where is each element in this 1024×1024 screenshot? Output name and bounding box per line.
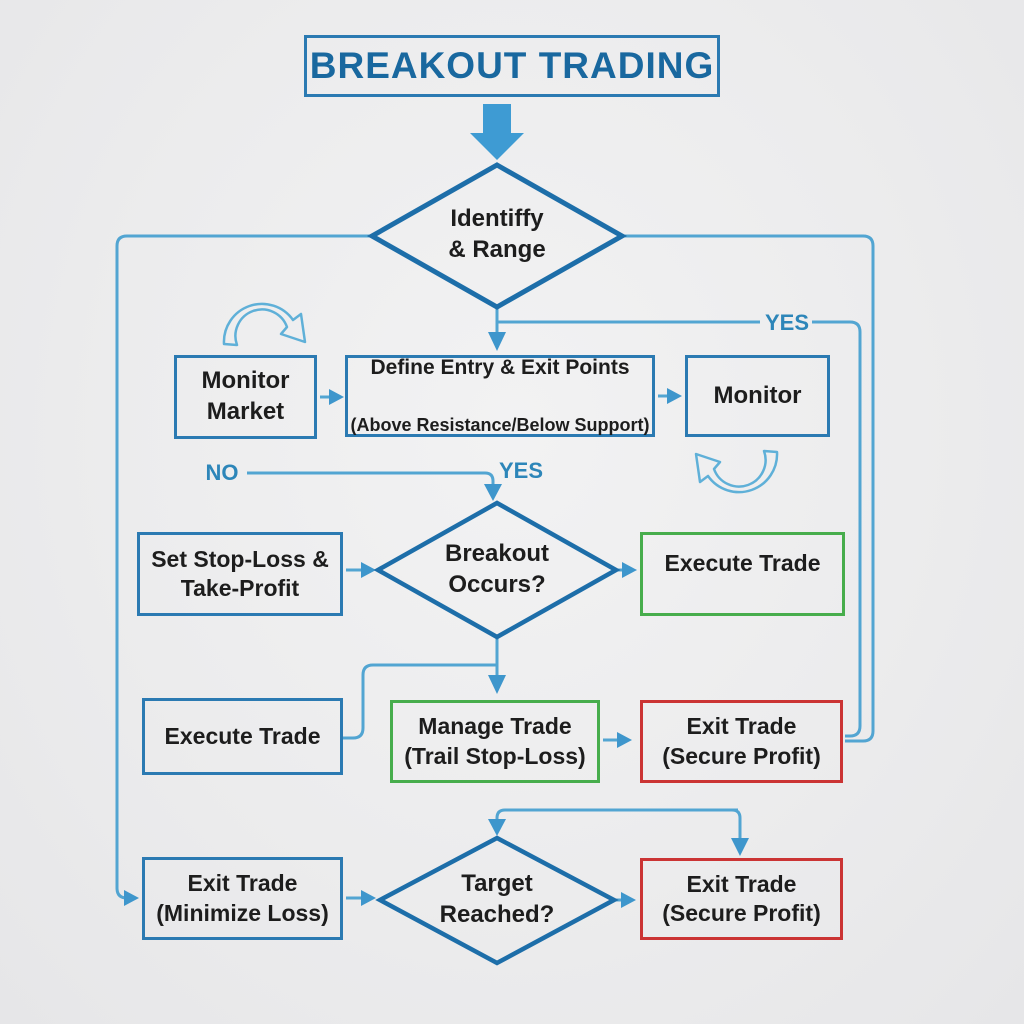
arrowhead-into-target-left [361, 890, 376, 906]
connector-lines [115, 234, 875, 902]
arrowhead-into-exitsecure-top [617, 732, 632, 748]
loop-arrow-icon [694, 449, 779, 494]
node-exit-trade-minimize: Exit Trade (Minimize Loss) [142, 857, 343, 940]
node-define-entry-exit: Define Entry & Exit Points (Above Resist… [345, 355, 655, 437]
diamond-target-reached [375, 835, 619, 966]
diamond-label-target-reached: Target Reached? [439, 870, 555, 929]
title-box: BREAKOUT TRADING [304, 35, 720, 97]
arrowhead-into-monitor [667, 388, 682, 404]
edge-float-to-exitsecure2 [505, 808, 742, 838]
loop-arrow-icon [222, 302, 307, 347]
arrowhead-into-breakout-top [484, 484, 502, 501]
node-execute-trade-right: Execute Trade [640, 532, 845, 616]
diamond-label-identify-range: Identiffy & Range [448, 205, 546, 264]
edge-left-rail [115, 234, 372, 900]
node-monitor: Monitor [685, 355, 830, 437]
edge-execute-elbow [343, 663, 497, 740]
arrowhead-into-manage [488, 675, 506, 694]
diamond-label-breakout-occurs: Breakout Occurs? [444, 540, 550, 599]
edge-inner-right-rail [812, 320, 862, 738]
diamond-breakout-occurs [373, 500, 621, 640]
define-entry-line2: (Above Resistance/Below Support) [350, 414, 650, 435]
edge-no-line [247, 471, 495, 484]
node-exit-trade-secure-bottom: Exit Trade (Secure Profit) [640, 858, 843, 940]
arrowhead-into-execute-green [622, 562, 637, 578]
arrowhead-into-exitsecure2-left [621, 892, 636, 908]
node-manage-trade: Manage Trade (Trail Stop-Loss) [390, 700, 600, 783]
loop-icons [222, 302, 779, 494]
edge-label-yes-top: YES [764, 310, 810, 335]
diamond-identify-range [366, 162, 628, 310]
arrowhead-into-define [488, 332, 506, 351]
edge-float-to-target [495, 808, 738, 819]
arrowheads [124, 104, 749, 908]
arrowhead-into-breakout-left [361, 562, 376, 578]
arrowhead-into-exitsecure2-top [731, 838, 749, 856]
edge-label-yes-mid: YES [499, 458, 544, 483]
arrowhead-into-target-top [488, 819, 506, 836]
node-execute-trade-left: Execute Trade [142, 698, 343, 775]
arrowhead-into-define-left [329, 389, 344, 405]
define-entry-text: Define Entry & Exit Points (Above Resist… [350, 326, 649, 466]
edge-outer-right-rail [622, 234, 875, 743]
page-title: BREAKOUT TRADING [309, 45, 715, 86]
decision-diamonds [366, 162, 628, 966]
big-down-arrow [470, 104, 524, 160]
node-monitor-market: Monitor Market [174, 355, 317, 439]
node-set-stop-loss: Set Stop-Loss & Take-Profit [137, 532, 343, 616]
node-exit-trade-secure-top: Exit Trade (Secure Profit) [640, 700, 843, 783]
edge-label-no: NO [205, 460, 239, 485]
define-entry-line1: Define Entry & Exit Points [370, 356, 630, 380]
arrowhead-into-exitmin [124, 890, 139, 906]
